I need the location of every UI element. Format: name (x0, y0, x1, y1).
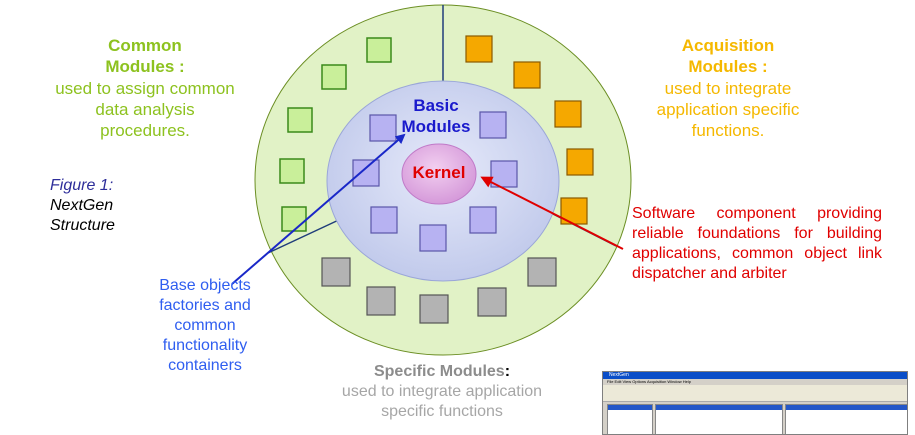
common-module-box (281, 206, 307, 232)
kernel-core (401, 143, 477, 205)
basic-modules-line-1: Basic (413, 96, 459, 115)
specific-module-box (527, 257, 557, 287)
figure-title-1: NextGen (50, 197, 114, 214)
specific-modules-colon: : (504, 363, 511, 380)
basic-modules-line-2: Modules (401, 117, 471, 137)
base-objects-line-1: Base objects (159, 277, 251, 294)
common-modules-desc-2: data analysis (95, 99, 195, 119)
specific-modules-label: Specific Modules: used to integrate appl… (292, 362, 592, 422)
common-modules-subtitle: Modules : (105, 57, 185, 77)
basic-module-box (369, 114, 397, 142)
app-screenshot-thumbnail: NextGen File Edit View Options Acquisiti… (602, 371, 908, 435)
acquisition-modules-desc-2: application specific (656, 99, 800, 119)
specific-modules-title: Specific Modules (373, 363, 505, 380)
base-objects-line-5: containers (168, 357, 242, 374)
basic-module-box (370, 206, 398, 234)
specific-module-box (477, 287, 507, 317)
software-component-arrow (480, 176, 624, 250)
figure-caption: Figure 1: NextGen Structure (50, 176, 115, 236)
common-module-box (287, 107, 313, 133)
basic-module-box (479, 111, 507, 139)
screenshot-toolbar (603, 385, 907, 402)
acquisition-module-box (465, 35, 493, 63)
specific-module-box (321, 257, 351, 287)
acquisition-modules-desc-1: used to integrate (664, 78, 792, 98)
common-modules-label: Common Modules : used to assign common d… (0, 35, 290, 141)
acquisition-modules-subtitle: Modules : (688, 57, 768, 77)
screenshot-tree-pane (607, 404, 653, 434)
screenshot-plot-pane (655, 404, 783, 434)
acquisition-module-box (554, 100, 582, 128)
specific-modules-desc-1: used to integrate application (341, 383, 543, 400)
specific-module-box (366, 286, 396, 316)
acquisition-modules-desc-3: functions. (691, 121, 765, 140)
figure-number: Figure 1: (50, 177, 114, 194)
common-modules-desc-3: procedures. (100, 121, 190, 140)
kernel-label: Kernel (412, 163, 466, 182)
divider-left (267, 217, 344, 254)
common-modules-desc-1: used to assign common (55, 78, 235, 98)
acquisition-modules-label: Acquisition Modules : used to integrate … (583, 35, 873, 141)
basic-modules-label: Basic Modules (386, 95, 486, 138)
basic-module-box (419, 224, 447, 252)
base-objects-line-4: functionality (162, 337, 248, 354)
base-objects-label: Base objects factories and common functi… (130, 276, 280, 376)
common-module-box (279, 158, 305, 184)
specific-modules-desc-2: specific functions (381, 403, 503, 420)
common-module-box (366, 37, 392, 63)
base-objects-line-3: common (174, 317, 236, 334)
acquisition-modules-title: Acquisition (681, 36, 775, 55)
common-modules-title: Common (108, 36, 182, 55)
acquisition-module-box (566, 148, 594, 176)
basic-module-box (352, 159, 380, 187)
screenshot-menu-bar: File Edit View Options Acquisition Windo… (607, 379, 691, 384)
base-objects-line-2: factories and (159, 297, 251, 314)
common-module-box (321, 64, 347, 90)
screenshot-spectrum-pane (785, 404, 907, 434)
basic-module-box (490, 160, 518, 188)
screenshot-title-bar: NextGen (603, 372, 907, 379)
acquisition-module-box (513, 61, 541, 89)
basic-module-box (469, 206, 497, 234)
software-component-label: Software component providing reliable fo… (632, 205, 882, 282)
specific-module-box (419, 294, 449, 324)
figure-title-2: Structure (50, 217, 115, 234)
base-objects-arrow (231, 133, 406, 285)
